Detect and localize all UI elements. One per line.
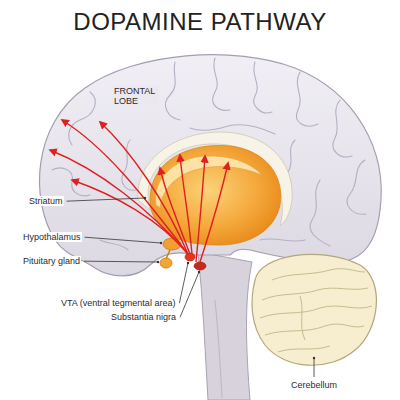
gyrus-line [100,240,128,250]
folia-line [272,269,365,280]
gyrus-line [347,160,366,214]
gyrus-line [213,58,230,110]
leader-dot [187,262,189,264]
cerebellum-shape [252,254,376,365]
cerebellum-folia [260,269,372,352]
projection-arrow [200,163,228,262]
part-label: Cerebellum [290,380,338,390]
leader-line [67,198,145,201]
leader-line [314,358,315,377]
gyrus-line [254,62,272,113]
gyrus-line [52,168,90,196]
region-label: FRONTAL LOBE [113,86,159,107]
leader-line [180,272,199,317]
part-label: Hypothalamus [22,232,82,242]
pituitary-shape [160,258,172,268]
folia-line [260,306,372,318]
vta-shape [185,253,195,261]
gyrus-line [310,180,330,246]
gyrus-line [288,140,295,172]
brainstem [198,252,252,400]
projection-arrow [196,156,205,262]
substantia-nigra-shape [194,262,206,270]
projection-arrow [100,122,188,254]
gyrus-line [165,62,180,120]
folia-line [300,296,305,340]
projection-arrow [160,168,190,254]
leader-line [179,263,188,303]
leader-line [85,237,161,243]
gyrus-line [296,72,318,126]
diagram-title: DOPAMINE PATHWAY [73,8,326,36]
part-label: Substantia nigra [110,312,177,322]
leader-dot [157,261,159,263]
part-label: Striatum [28,196,64,206]
part-label: VTA (ventral tegmental area) [60,298,176,308]
leader-dot [144,197,146,199]
leader-dot [313,357,315,359]
brainstem-line [215,300,222,398]
folia-line [262,288,368,300]
leader-dot [198,271,200,273]
cerebrum [39,55,381,276]
folia-line [265,324,364,335]
leader-dot [160,242,162,244]
gyrus-line [333,100,352,157]
projection-arrow [180,155,192,254]
part-label: Pituitary gland [22,256,81,266]
gyrus-line [69,92,95,145]
folia-line [278,346,330,352]
striatum-shape [156,156,262,208]
gyrus-line [260,239,305,241]
leader-line [84,261,158,263]
gyri [52,58,366,250]
